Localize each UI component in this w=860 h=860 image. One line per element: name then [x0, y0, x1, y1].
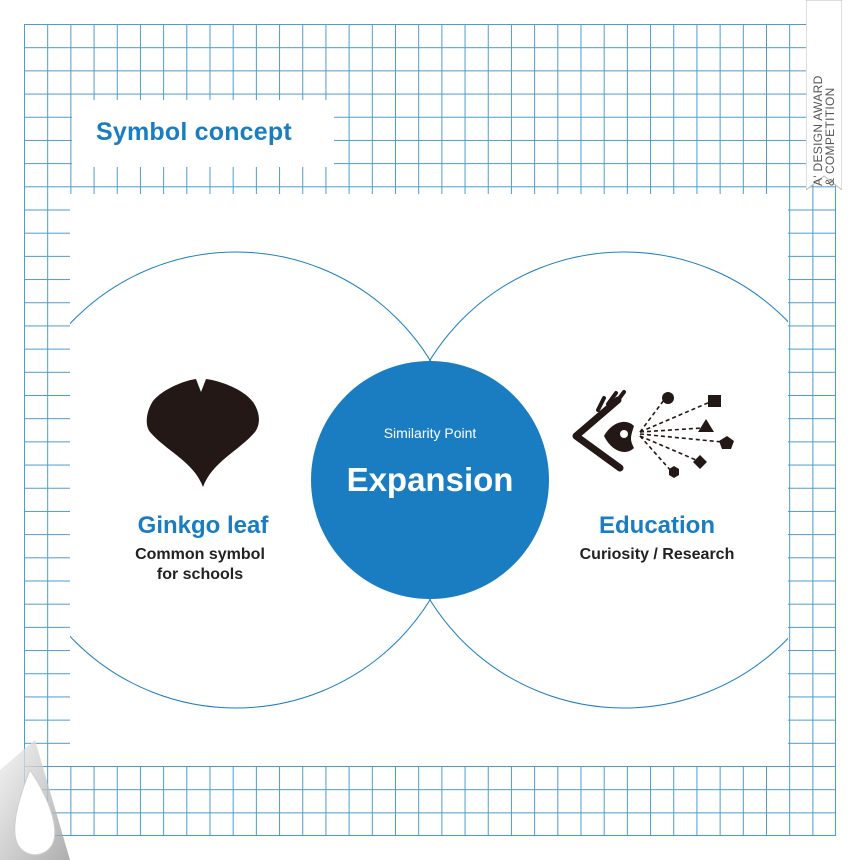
title-box [72, 100, 334, 167]
center-circle [311, 361, 549, 599]
education-title: Education [598, 512, 715, 539]
award-label: A' DESIGN AWARD & COMPETITION [811, 75, 837, 186]
education-sub: Curiosity / Research [579, 546, 735, 563]
expansion-label: Expansion [346, 461, 514, 498]
award-line2: & COMPETITION [823, 87, 837, 186]
ginkgo-leaf-sub-line2: for schools [156, 566, 244, 583]
ginkgo-leaf-icon [146, 379, 259, 487]
eye-curiosity-icon [572, 390, 734, 478]
award-logo-icon [0, 740, 70, 860]
page-title: Symbol concept [96, 118, 292, 146]
ginkgo-leaf-title: Ginkgo leaf [137, 512, 269, 539]
award-tab [806, 0, 842, 190]
ginkgo-leaf-sub-line1: Common symbol [135, 546, 265, 563]
similarity-point-label: Similarity Point [383, 425, 477, 441]
